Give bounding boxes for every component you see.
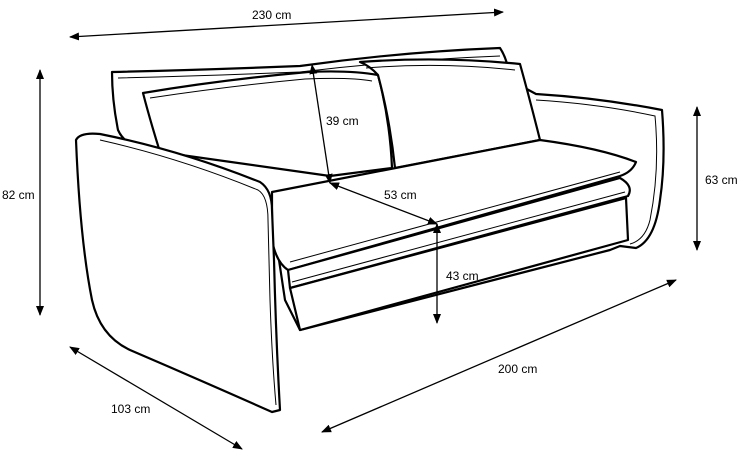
label-backrest-height: 39 cm	[326, 114, 359, 128]
seat-cushion	[270, 138, 638, 272]
label-total-width: 230 cm	[252, 8, 292, 22]
sofa-left-arm	[74, 132, 282, 414]
label-seat-width: 200 cm	[498, 362, 538, 376]
dimension-line-53	[329, 182, 438, 225]
label-total-depth: 103 cm	[111, 402, 151, 416]
label-total-height: 82 cm	[2, 188, 35, 202]
dimension-line-39	[309, 64, 333, 184]
label-seat-depth: 53 cm	[384, 188, 417, 202]
dimension-line-103	[69, 346, 243, 450]
label-armrest-height: 63 cm	[705, 173, 738, 187]
dimension-line-230	[69, 8, 504, 41]
back-cushion-right	[358, 58, 542, 170]
dimension-line-200	[321, 279, 677, 433]
label-seat-height: 43 cm	[446, 269, 479, 283]
